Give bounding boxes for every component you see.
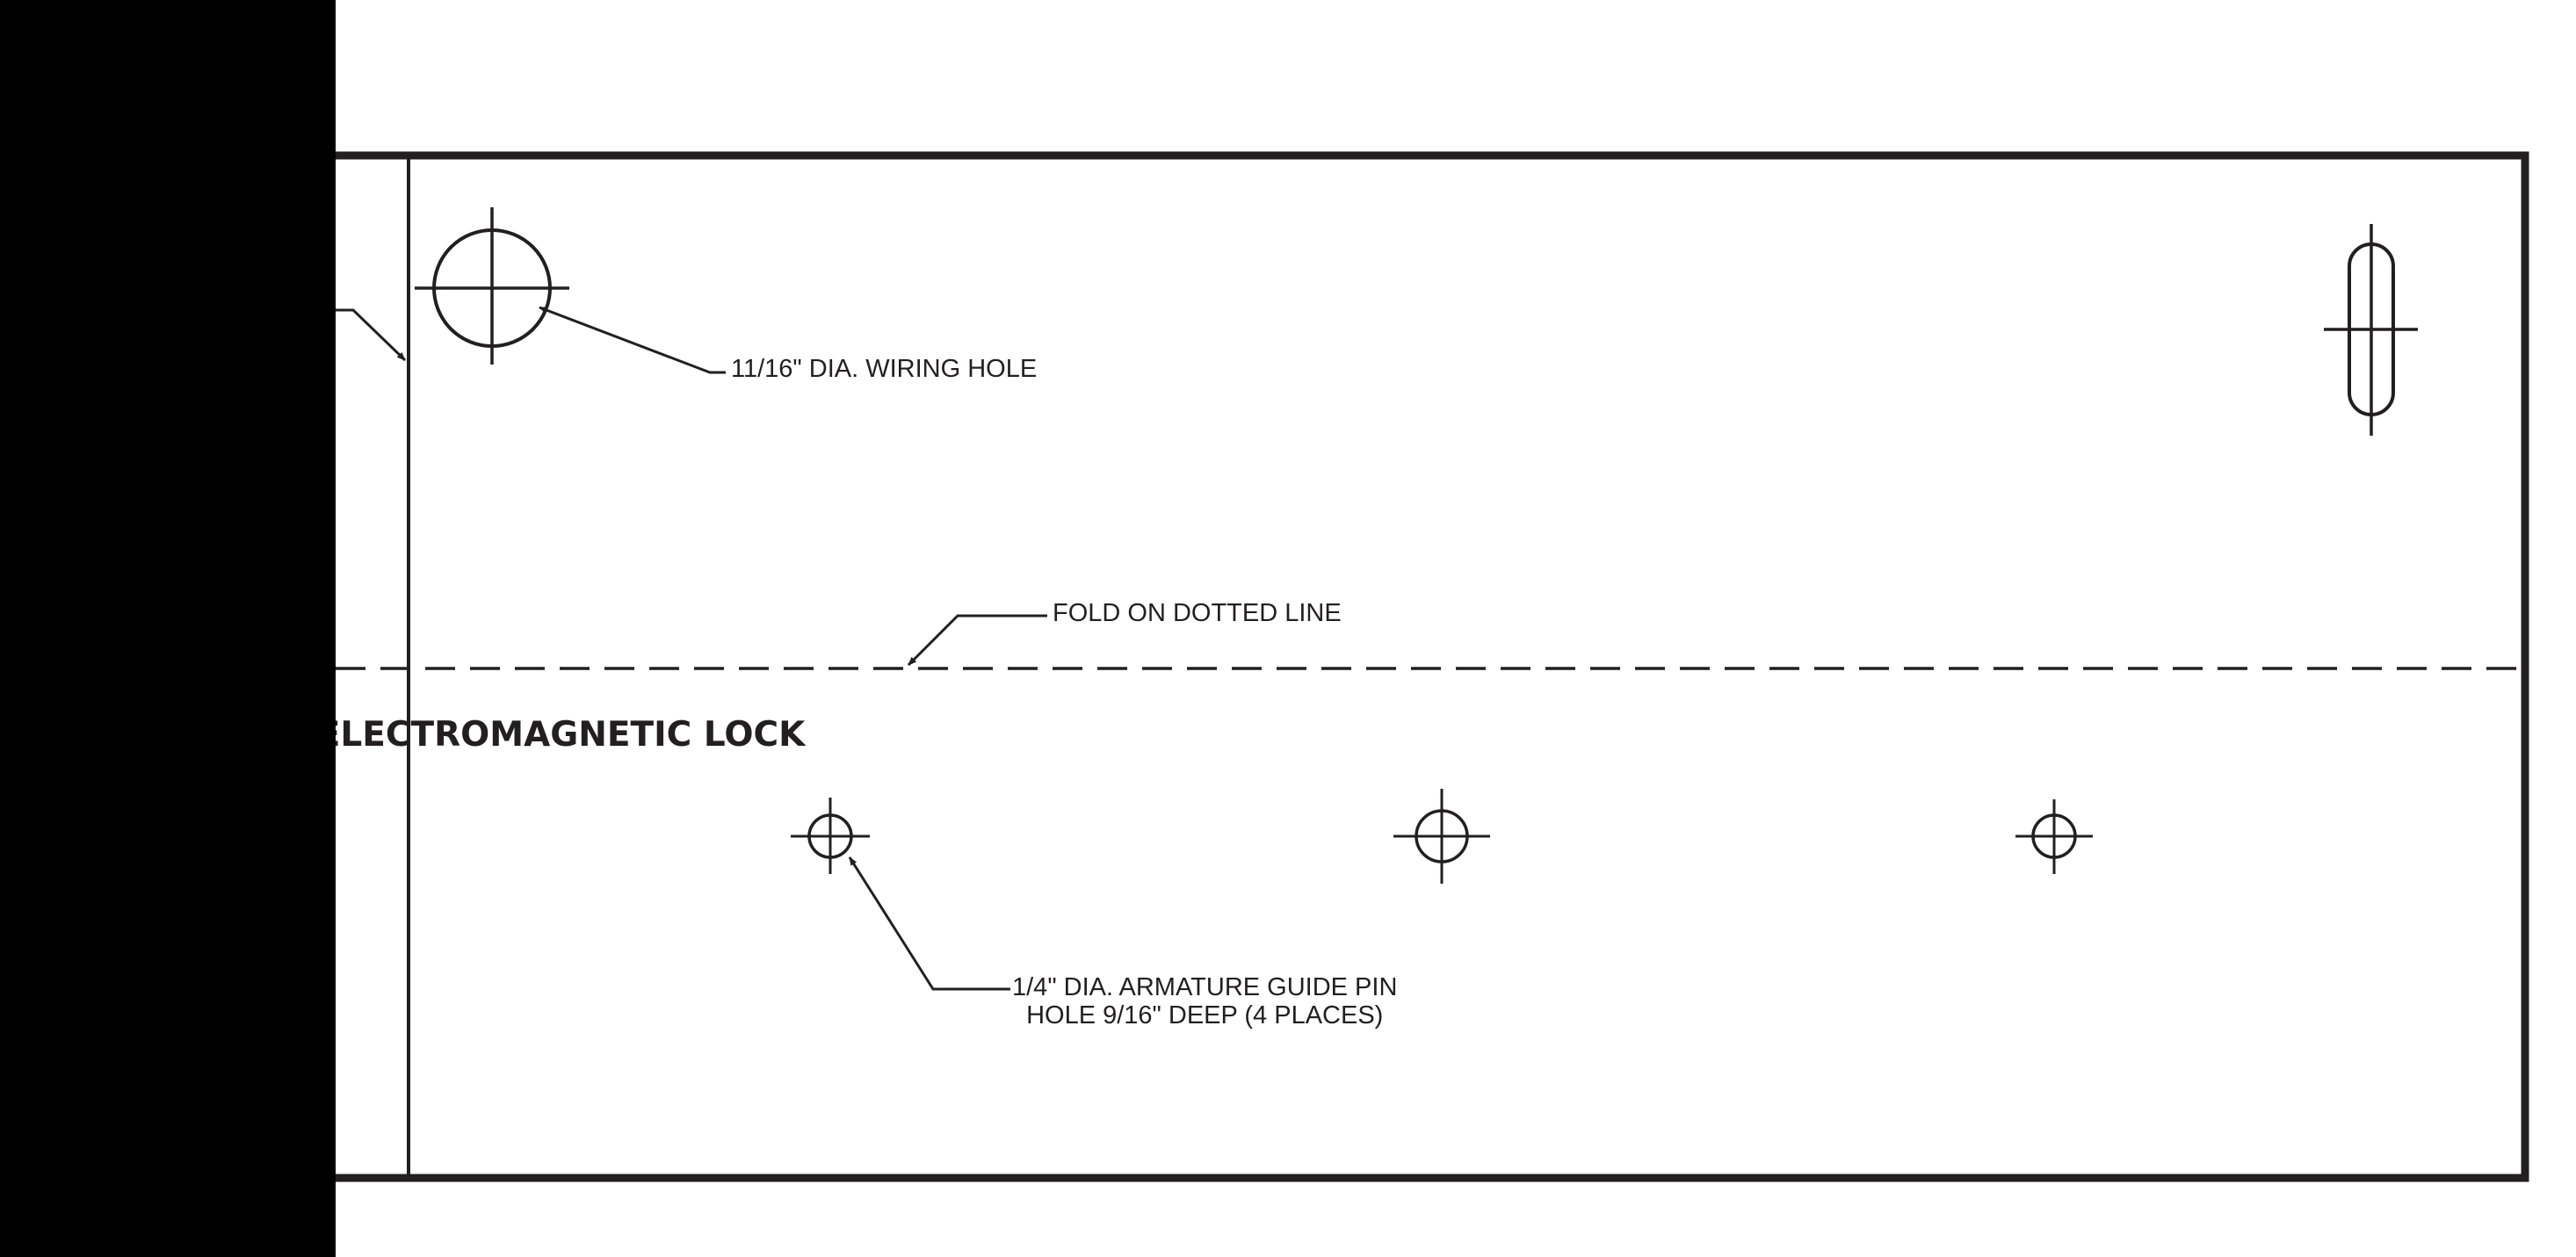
wiring-hole	[415, 207, 569, 365]
fold-line-label: FOLD ON DOTTED LINE	[1053, 599, 1342, 627]
guide-pin-hole-2	[1393, 789, 1490, 884]
guide-pin-hole-3	[2015, 799, 2093, 874]
drawing-title: 3 ELECTROMAGNETIC LOCK	[281, 715, 806, 755]
mounting-slot	[2324, 224, 2418, 436]
fold-line-leader	[907, 614, 1047, 667]
guide-pin-label: 1/4" DIA. ARMATURE GUIDE PIN HOLE 9/16" …	[1012, 973, 1398, 1030]
edge-leader-line	[336, 308, 407, 362]
wiring-hole-leader	[539, 306, 726, 374]
guide-pin-hole-1	[791, 798, 870, 874]
guide-pin-leader	[848, 856, 1010, 991]
plate-outline	[286, 151, 2529, 1182]
left-black-panel	[0, 0, 336, 1257]
wiring-hole-label: 11/16" DIA. WIRING HOLE	[731, 355, 1038, 383]
guide-pin-label-line2: HOLE 9/16" DEEP (4 PLACES)	[1026, 1001, 1384, 1029]
guide-pin-label-line1: 1/4" DIA. ARMATURE GUIDE PIN	[1012, 973, 1398, 1001]
